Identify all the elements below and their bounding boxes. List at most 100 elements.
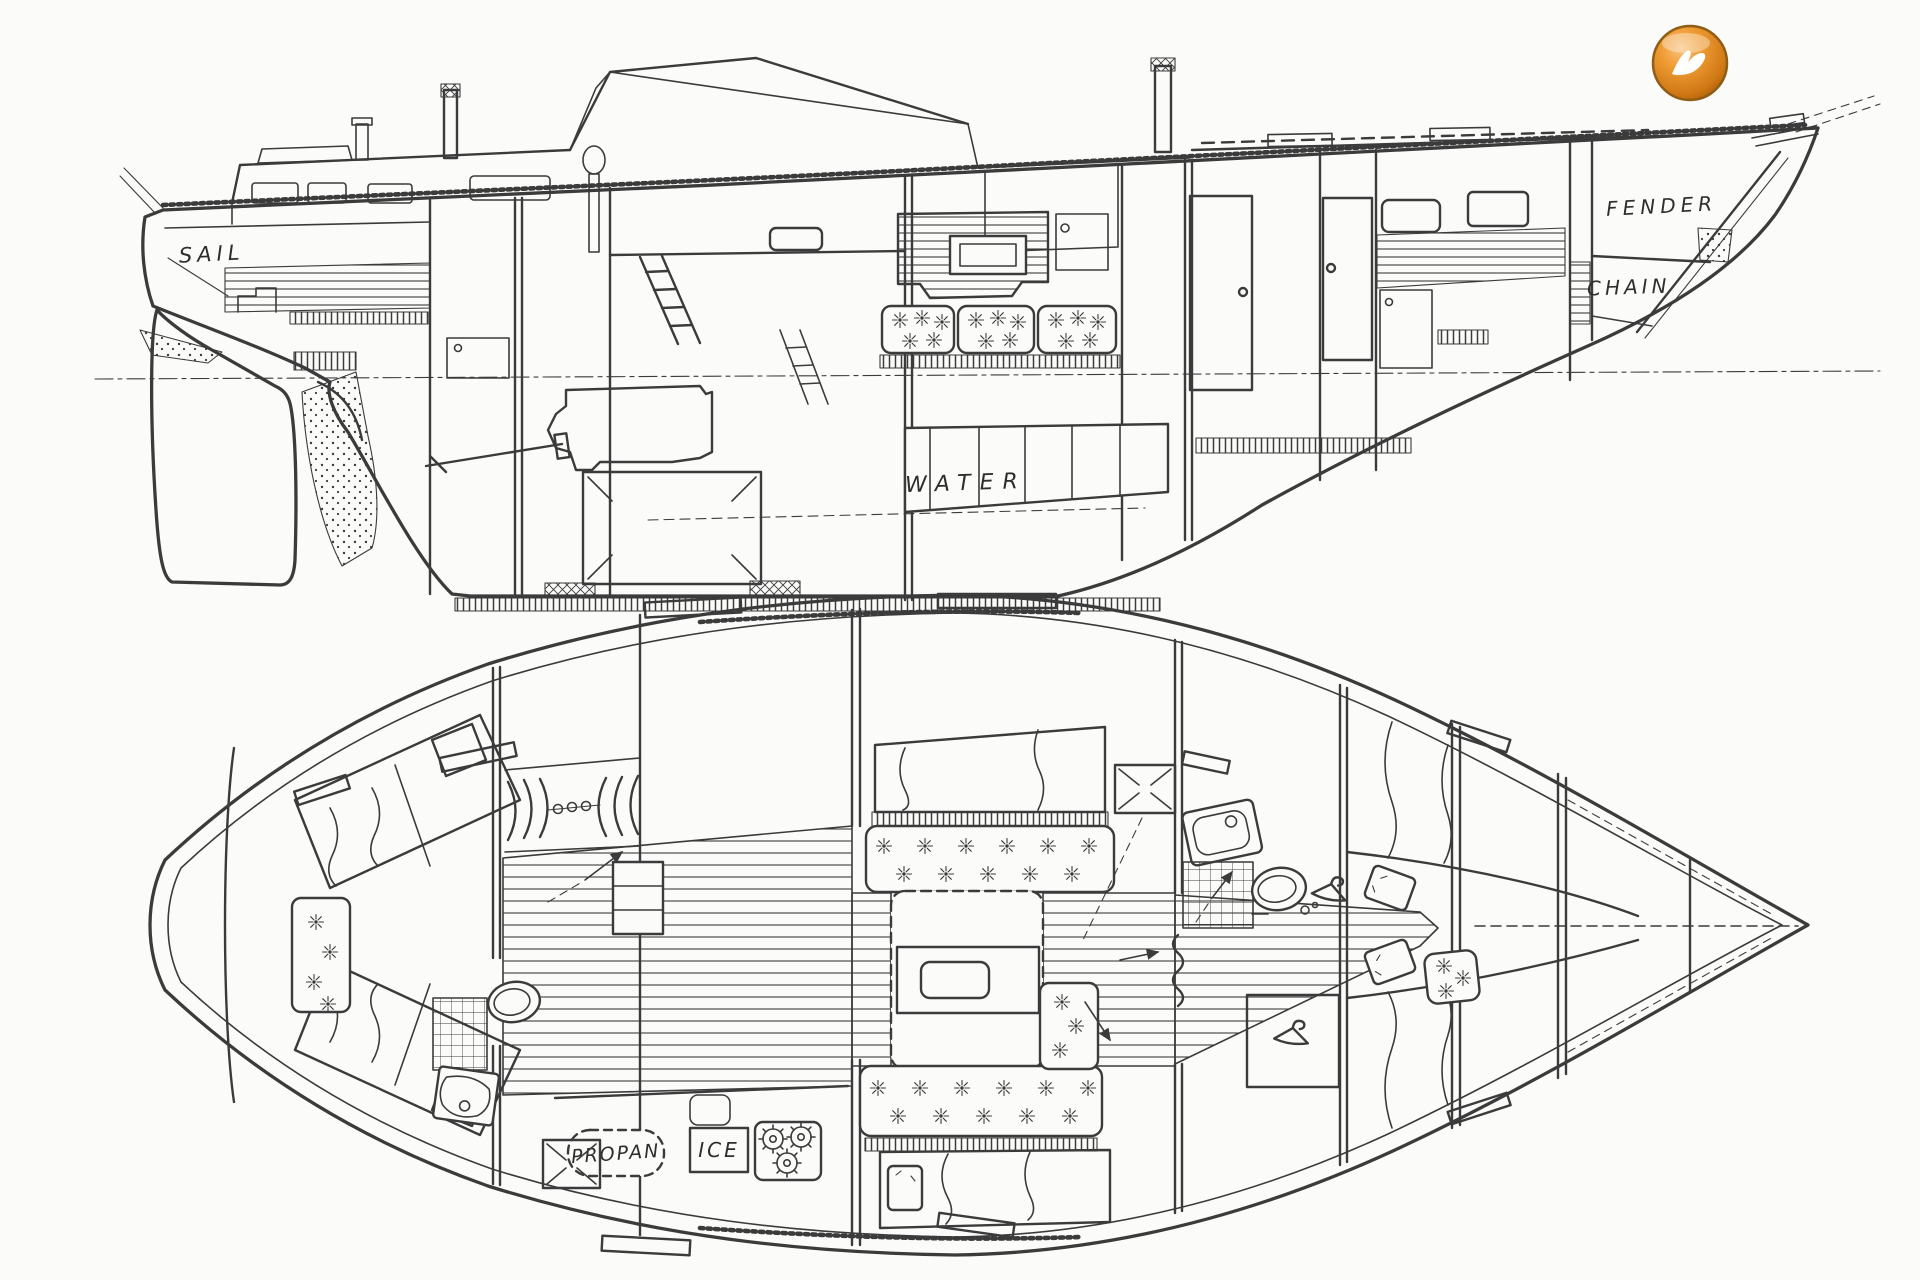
berth-base-band [1195, 437, 1412, 454]
wardrobe [1245, 993, 1341, 1089]
quarter-berth [878, 1148, 1112, 1230]
settee-cushion [1036, 304, 1118, 355]
locker-door [1379, 289, 1433, 369]
roof-hatch [257, 145, 353, 164]
flow-arrows [547, 817, 1233, 1042]
deck-plan-view: PROPAN ICE [148, 592, 1810, 1257]
deck-rail [160, 122, 1808, 208]
water-tank-label: WATER [905, 469, 1028, 498]
forward-trunk [1188, 126, 1662, 454]
hanger-icon [1310, 871, 1351, 905]
companionway-ladder [638, 254, 702, 346]
hull-plan-outline [148, 593, 1810, 1257]
aft-seat-cushion [290, 896, 352, 1014]
mid-head [1181, 798, 1351, 1089]
bulkheads [428, 140, 1594, 602]
vberth-bottom-edge [1345, 938, 1640, 1000]
water-tanks: WATER [903, 422, 1170, 514]
bow-pulpit [1787, 95, 1881, 133]
slat-box [293, 351, 357, 371]
companionway-steps-plan [611, 860, 665, 936]
slat-band [864, 1137, 1098, 1152]
binnacle-pedestal [582, 145, 606, 253]
sail-locker-label: SAIL [178, 240, 245, 267]
transom-inner [223, 746, 236, 1104]
galley: PROPAN ICE [553, 1084, 850, 1182]
cabinet [446, 337, 510, 379]
propeller-shaft [424, 432, 571, 474]
hanger-icon [1272, 1016, 1312, 1047]
hanging-lockers [504, 757, 641, 853]
cabin-door [1188, 194, 1254, 392]
folding-door [1171, 933, 1185, 1008]
aft-head [431, 980, 542, 1127]
vberth-top-edge [1345, 850, 1640, 918]
deck-hatch-x [541, 1138, 602, 1190]
cockpit-sole [608, 249, 907, 257]
toe-rail-bead-top [697, 609, 1083, 625]
deck-hatch-x [1113, 763, 1177, 815]
cabin-window [367, 183, 413, 204]
ballast-stipple-keel [301, 371, 378, 567]
slat-band [289, 311, 429, 325]
apex-cushion [1423, 949, 1481, 1005]
settee-bottom [858, 1064, 1104, 1138]
forward-cabin [1345, 721, 1799, 1129]
side-cushion [1038, 981, 1100, 1071]
mizzen-mast [440, 83, 461, 160]
toilet [486, 980, 542, 1024]
cabin-door [1321, 196, 1374, 362]
cockpit-window [768, 226, 824, 252]
galley-sink [689, 1094, 731, 1126]
aft-deckhouse [230, 117, 572, 225]
pilot-berth [873, 725, 1107, 814]
trunk-window [1466, 190, 1530, 228]
rudder [149, 308, 298, 587]
fender-locker-label: FENDER [1606, 191, 1718, 221]
shower-floor [1182, 861, 1254, 929]
logo-highlight [1662, 33, 1710, 53]
toilet [1250, 866, 1319, 915]
shower-floor [432, 997, 488, 1071]
salon [858, 725, 1116, 1230]
slat-band [1437, 329, 1489, 345]
stern-boomkin [119, 167, 164, 215]
settee-top [864, 824, 1116, 894]
icebox [688, 1126, 750, 1174]
settee-cushion [880, 304, 956, 355]
settee-cushion [956, 304, 1036, 355]
steps [237, 287, 277, 313]
toe-rail-bead-bottom [697, 1225, 1083, 1241]
stove [753, 1120, 823, 1182]
main-mast [1150, 57, 1176, 154]
sink [1181, 798, 1264, 867]
seagull-icon [1672, 50, 1706, 76]
bow-stipple [1697, 227, 1733, 263]
keel-hatch-a [544, 582, 596, 599]
slat-band [879, 354, 1121, 369]
trunk-window [1380, 198, 1442, 234]
bow-structure [1569, 95, 1881, 339]
cabin-window [469, 175, 551, 201]
propane-locker [566, 1128, 666, 1178]
salon-settee-profile [879, 210, 1121, 369]
hull-plan-inner [167, 612, 1783, 1238]
anchor-roller [1751, 112, 1819, 147]
deck-fittings [292, 592, 1512, 1257]
engine [546, 384, 714, 472]
vent-stack [351, 117, 373, 161]
bilge-line [647, 507, 1146, 521]
fuel-tank [581, 470, 763, 586]
keel-hatch-b [749, 580, 801, 598]
side-elevation-view: WATER SAIL FENDER CHAIN [94, 56, 1881, 612]
aft-berth-port [293, 713, 522, 890]
cabin-window [251, 182, 299, 204]
engine-room-ladder [779, 329, 829, 405]
icebox-label: ICE [698, 1138, 740, 1162]
salon-table [889, 889, 1045, 1071]
slat-band [871, 811, 1109, 827]
waterline [94, 370, 1881, 380]
sink [431, 1065, 501, 1127]
cabin-window [307, 182, 347, 204]
